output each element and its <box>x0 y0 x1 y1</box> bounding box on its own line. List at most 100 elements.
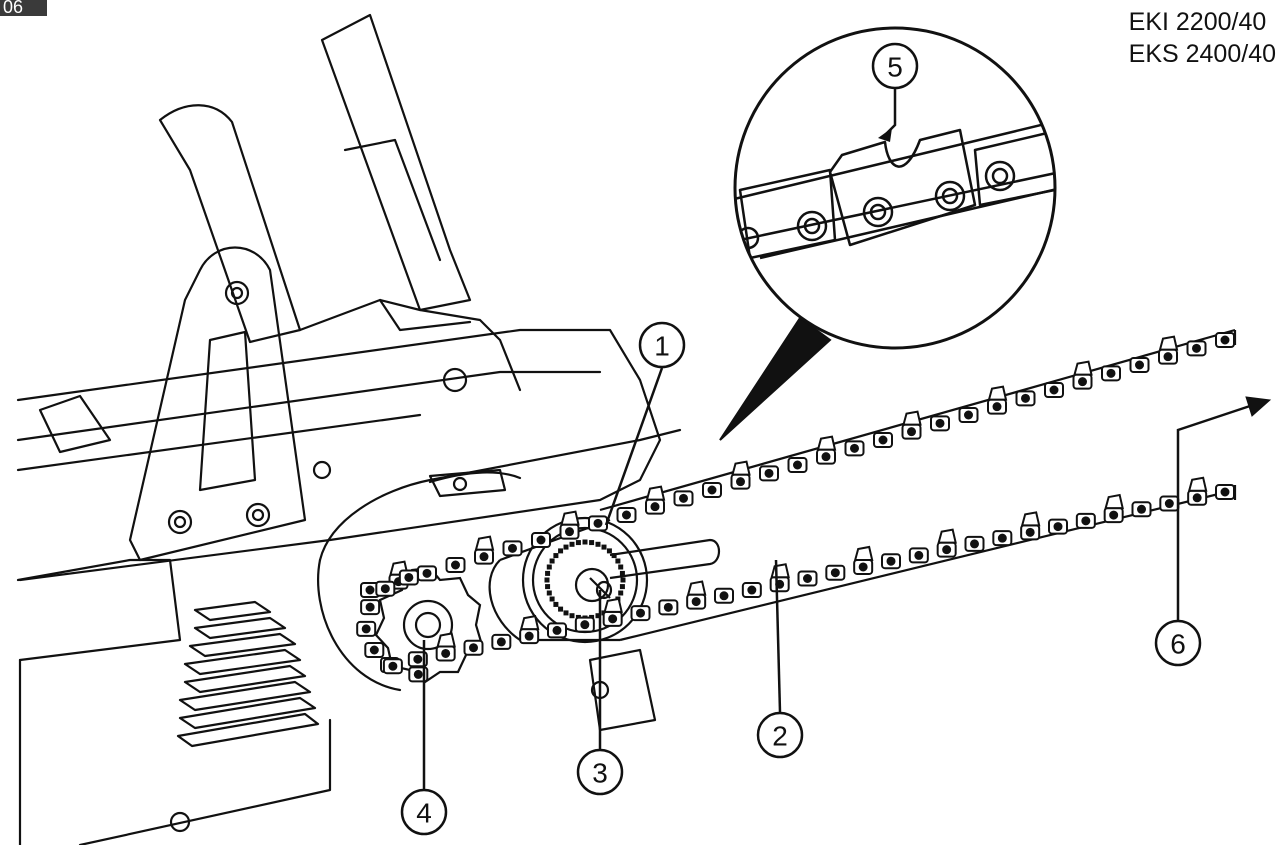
chain-cutter <box>1020 511 1041 541</box>
chain-cutter <box>1187 476 1208 506</box>
chain-link <box>398 569 419 586</box>
chain-link <box>574 616 595 633</box>
chain-link <box>825 564 846 581</box>
nut-ridge <box>553 601 559 607</box>
chain-link <box>658 599 679 616</box>
callout-2: 2 <box>756 711 804 759</box>
nut-ridge <box>575 540 581 546</box>
saw-chain <box>356 332 1235 683</box>
callout-label: 5 <box>887 52 903 83</box>
nut-ridge <box>549 596 555 602</box>
chain-link <box>547 622 567 639</box>
nut-ridge <box>545 570 551 576</box>
chain-cutter <box>602 597 623 627</box>
chain-cutter <box>730 460 751 490</box>
chain-cutter <box>686 580 707 610</box>
chain-link <box>588 515 608 532</box>
nut-ridge <box>549 558 555 564</box>
chain-link <box>1101 365 1121 382</box>
chain-link <box>491 633 512 650</box>
nut-ridge <box>618 564 624 570</box>
chain-link <box>908 547 929 564</box>
chain-link <box>531 532 551 548</box>
callout-label: 3 <box>592 758 608 789</box>
chain-link <box>714 587 734 604</box>
chain-link <box>759 465 779 482</box>
chain-link <box>1075 512 1096 529</box>
chainsaw-body <box>16 13 682 845</box>
model-name: EKS 2400/40 <box>1128 40 1276 68</box>
chain-cutter <box>769 563 790 593</box>
chain-link <box>797 570 818 587</box>
chain-link <box>407 651 428 668</box>
chain-link <box>1159 495 1180 512</box>
model-list: EKI 2200/40 EKS 2400/40 <box>1129 6 1276 70</box>
chain-link <box>930 415 950 432</box>
chain-link <box>964 535 985 552</box>
chain-link <box>463 639 484 656</box>
nut-ridge <box>606 548 612 554</box>
chain-link <box>673 490 694 507</box>
chain-link <box>417 565 437 582</box>
chain-cutter <box>987 385 1008 415</box>
nut-ridge <box>546 564 552 570</box>
chain-cutter <box>645 485 666 515</box>
chain-cutter <box>853 545 874 575</box>
callout-markers: 1 2 3 4 5 6 <box>400 42 1202 836</box>
chain-link <box>502 540 523 557</box>
callout-1: 1 <box>638 321 686 369</box>
nut-ridge <box>620 577 626 583</box>
chain-cutter <box>559 510 580 540</box>
nut-ridge <box>558 606 564 612</box>
callout-label: 4 <box>416 798 432 829</box>
chain-link <box>873 432 893 448</box>
chain-link <box>844 440 865 457</box>
zoom-detail <box>733 26 1057 350</box>
nut-ridge <box>595 541 601 547</box>
chain-link <box>1048 518 1068 535</box>
callout-leaders <box>422 367 782 790</box>
nut-ridge <box>618 590 624 596</box>
callout-label: 6 <box>1170 629 1186 660</box>
nut-ridge <box>558 548 564 554</box>
callout-3: 3 <box>576 748 624 796</box>
drive-sprocket <box>374 566 484 684</box>
figure-tag: 06 <box>0 0 47 16</box>
nut-ridge <box>546 590 552 596</box>
chain-cutter <box>901 410 922 440</box>
chain-link <box>445 557 466 573</box>
chain-link <box>1015 390 1036 407</box>
nut-ridge <box>553 553 559 559</box>
chain-link <box>741 582 762 599</box>
chain-link <box>1186 340 1207 357</box>
nut-ridge <box>563 610 569 616</box>
chain-link <box>1131 501 1152 518</box>
chain-link <box>616 507 637 523</box>
chain-link <box>881 553 901 570</box>
chain-link <box>360 599 381 616</box>
chain-link <box>356 620 377 637</box>
callout-5: 5 <box>871 42 919 90</box>
nut-ridge <box>601 544 607 550</box>
nut-ridge <box>611 553 617 559</box>
chain-link <box>992 530 1013 547</box>
nut-ridge <box>563 544 569 550</box>
callout-label: 1 <box>654 331 670 362</box>
chain-link <box>1129 357 1150 373</box>
nut-ridge <box>595 613 601 619</box>
callout-label: 2 <box>772 721 788 752</box>
chain-cutter <box>1072 360 1093 390</box>
chain-cutter <box>435 632 456 662</box>
guide-bar <box>488 328 1237 642</box>
chain-cutter <box>1103 493 1124 524</box>
chain-cutter <box>474 535 495 565</box>
chain-cutter <box>519 615 540 645</box>
nut-ridge <box>582 539 588 545</box>
chain-link <box>702 482 722 498</box>
chain-cutter <box>1158 335 1179 365</box>
nut-ridge <box>569 541 575 547</box>
bar-nut <box>521 516 649 644</box>
model-name: EKI 2200/40 <box>1128 8 1267 36</box>
chain-link <box>1215 332 1235 348</box>
